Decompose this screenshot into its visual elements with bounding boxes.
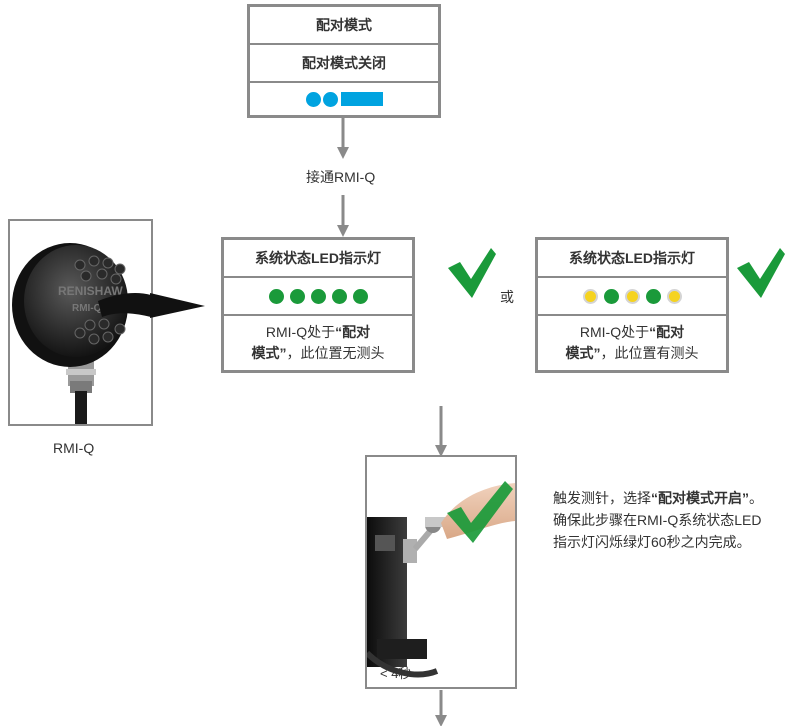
desc-right-prefix: RMI-Q处于 — [579, 324, 650, 340]
instruction-line1-prefix: 触发测针，选择 — [553, 490, 651, 506]
rmi-q-device-illustration: RENISHAW RMI-Q — [12, 243, 151, 424]
device-logo: RENISHAW — [58, 284, 123, 298]
led-pattern-off — [250, 83, 438, 115]
led-blue-dot-1 — [306, 91, 321, 107]
device-model: RMI-Q — [72, 303, 102, 314]
instruction-line2: 确保此步骤在RMI-Q系统状态LED — [553, 512, 762, 528]
led-green-dot — [352, 288, 368, 304]
led-green-dot — [603, 288, 619, 304]
led-amber-dot — [624, 288, 640, 304]
status-title-right: 系统状态LED指示灯 — [538, 240, 726, 278]
desc-right-suffix: ，此位置有测头 — [600, 345, 699, 361]
led-green-dot — [645, 288, 661, 304]
desc-left-bold-1: “配对 — [335, 324, 371, 340]
led-pattern-green-amber — [538, 278, 726, 316]
desc-right-bold-1: “配对 — [649, 324, 685, 340]
instruction-line1-suffix: 。 — [749, 490, 763, 506]
pairing-mode-box: 配对模式 配对模式关闭 — [247, 4, 441, 118]
probe-trigger-illustration — [367, 481, 515, 678]
status-box-with-probe: 系统状态LED指示灯 RMI-Q处于“配对 模式”，此位置有测头 — [535, 237, 729, 373]
step-connect-label: 接通RMI-Q — [306, 169, 376, 185]
pairing-mode-state: 配对模式关闭 — [250, 45, 438, 83]
led-amber-dot — [582, 288, 598, 304]
desc-right-bold-2: 模式” — [565, 345, 601, 361]
timer-label: < 4秒 — [380, 666, 412, 681]
or-label: 或 — [500, 289, 514, 305]
trigger-photo-box — [365, 455, 517, 689]
status-desc-left: RMI-Q处于“配对 模式”，此位置无测头 — [224, 316, 412, 370]
led-blue-dot-2 — [323, 91, 338, 107]
desc-left-prefix: RMI-Q处于 — [265, 324, 336, 340]
led-green-dot — [289, 288, 305, 304]
instruction-text: 触发测针，选择“配对模式开启”。 确保此步骤在RMI-Q系统状态LED 指示灯闪… — [553, 487, 763, 553]
desc-left-bold-2: 模式” — [251, 345, 287, 361]
desc-left-suffix: ，此位置无测头 — [286, 345, 385, 361]
status-box-no-probe: 系统状态LED指示灯 RMI-Q处于“配对 模式”，此位置无测头 — [221, 237, 415, 373]
status-title-left: 系统状态LED指示灯 — [224, 240, 412, 278]
led-green-dot — [268, 288, 284, 304]
led-green-dot — [310, 288, 326, 304]
led-blue-dash — [341, 92, 383, 106]
instruction-line3: 指示灯闪烁绿灯60秒之内完成。 — [553, 534, 751, 550]
status-desc-right: RMI-Q处于“配对 模式”，此位置有测头 — [538, 316, 726, 370]
led-green-dot — [331, 288, 347, 304]
device-photo-box: RENISHAW RMI-Q — [8, 219, 153, 426]
instruction-line1-bold: “配对模式开启” — [651, 490, 749, 506]
led-amber-dot — [666, 288, 682, 304]
pairing-mode-title: 配对模式 — [250, 7, 438, 45]
led-pattern-green — [224, 278, 412, 316]
device-label: RMI-Q — [53, 440, 95, 456]
